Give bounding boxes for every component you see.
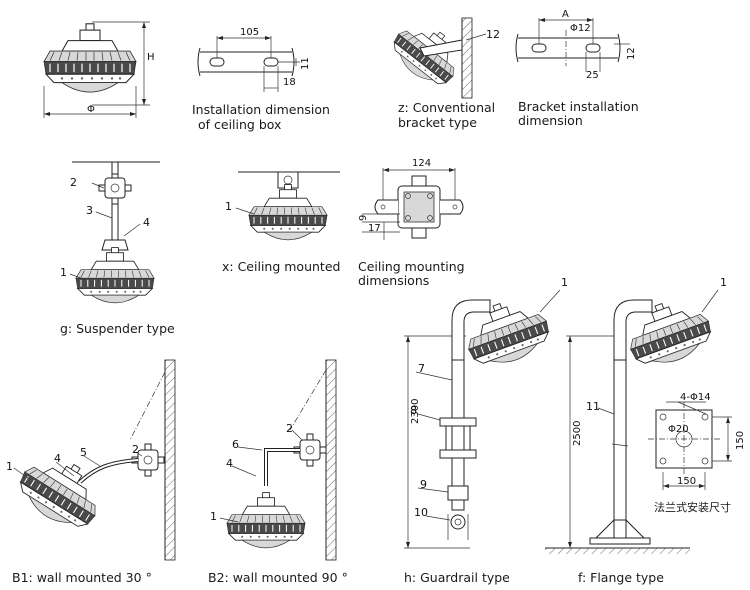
wall-mounted-30-drawing bbox=[10, 359, 176, 561]
caption-bracket-line1: Bracket installation bbox=[518, 99, 639, 114]
caption-conventional-line2: bracket type bbox=[398, 115, 477, 130]
dim-diameter: Φ bbox=[87, 104, 95, 115]
caption-ceiling-box-line2: of ceiling box bbox=[198, 117, 282, 132]
dim-25: 25 bbox=[586, 70, 599, 81]
dim-11: 11 bbox=[300, 57, 311, 70]
caption-ceiling-mounted: x: Ceiling mounted bbox=[222, 259, 341, 274]
caption-b1: B1: wall mounted 30 ° bbox=[12, 570, 152, 585]
caption-b2: B2: wall mounted 90 ° bbox=[208, 570, 348, 585]
dim-124: 124 bbox=[412, 158, 431, 169]
callout-1-gr: 1 bbox=[561, 276, 568, 289]
ceiling-box-drawing bbox=[197, 36, 300, 92]
bracket-dimension-drawing bbox=[515, 18, 630, 72]
callout-1-b2: 1 bbox=[210, 510, 217, 523]
flange-plate-detail bbox=[648, 401, 732, 490]
dim-a: A bbox=[562, 9, 569, 20]
callout-2-b1: 2 bbox=[132, 443, 139, 456]
callout-9-gr: 9 bbox=[420, 478, 427, 491]
callout-10-gr: 10 bbox=[414, 506, 428, 519]
caption-ceiling-box-line1: Installation dimension bbox=[192, 102, 330, 117]
caption-ceiling-dims-line2: dimensions bbox=[358, 273, 430, 288]
callout-1-susp: 1 bbox=[60, 266, 67, 279]
dim-150-v: 150 bbox=[735, 431, 746, 450]
callout-5-b1: 5 bbox=[80, 446, 87, 459]
callout-6-b2: 6 bbox=[232, 438, 239, 451]
caption-flange-cn: 法兰式安装尺寸 bbox=[654, 501, 731, 514]
caption-suspender: g: Suspender type bbox=[60, 321, 175, 336]
ceiling-mount-dim-drawing bbox=[362, 168, 464, 240]
callout-2-susp: 2 bbox=[70, 176, 77, 189]
ceiling-mounted-drawing bbox=[235, 171, 340, 241]
callout-2-b2: 2 bbox=[286, 422, 293, 435]
callout-4-b1: 4 bbox=[54, 452, 61, 465]
dim-2300: 2300 bbox=[410, 399, 421, 424]
caption-conventional-line1: z: Conventional bbox=[398, 100, 496, 115]
dim-150-h: 150 bbox=[677, 476, 696, 487]
dim-4phi14: 4-Φ14 bbox=[680, 392, 711, 403]
callout-12-conv: 12 bbox=[486, 28, 500, 41]
callout-7-gr: 7 bbox=[418, 362, 425, 375]
flange-drawing bbox=[545, 289, 719, 554]
caption-guardrail: h: Guardrail type bbox=[404, 570, 510, 585]
dim-18: 18 bbox=[283, 77, 296, 88]
dim-9: 9 bbox=[358, 215, 369, 221]
callout-4-susp: 4 bbox=[143, 216, 150, 229]
dim-105: 105 bbox=[240, 27, 259, 38]
caption-bracket-line2: dimension bbox=[518, 113, 583, 128]
dim-2500: 2500 bbox=[572, 421, 583, 446]
callout-8-gr: 8 bbox=[410, 404, 417, 417]
conventional-bracket-drawing bbox=[384, 12, 487, 99]
guardrail-drawing bbox=[404, 289, 561, 549]
callout-4-b2: 4 bbox=[226, 457, 233, 470]
dim-height: H bbox=[147, 52, 155, 63]
dim-phi20: Φ20 bbox=[668, 424, 689, 435]
callout-11-fl: 11 bbox=[586, 400, 600, 413]
callout-3-susp: 3 bbox=[86, 204, 93, 217]
callout-1-ceiling: 1 bbox=[225, 200, 232, 213]
callout-1-fl: 1 bbox=[720, 276, 727, 289]
dim-phi12: Φ12 bbox=[570, 23, 591, 34]
callout-1-b1: 1 bbox=[6, 460, 13, 473]
dim-12-br: 12 bbox=[626, 47, 637, 60]
wall-mounted-90-drawing bbox=[219, 359, 337, 561]
lamp-dimension-view bbox=[43, 21, 150, 118]
suspender-drawing bbox=[69, 161, 160, 304]
caption-ceiling-dims-line1: Ceiling mounting bbox=[358, 259, 465, 274]
caption-flange: f: Flange type bbox=[578, 570, 664, 585]
dim-17: 17 bbox=[368, 223, 381, 234]
